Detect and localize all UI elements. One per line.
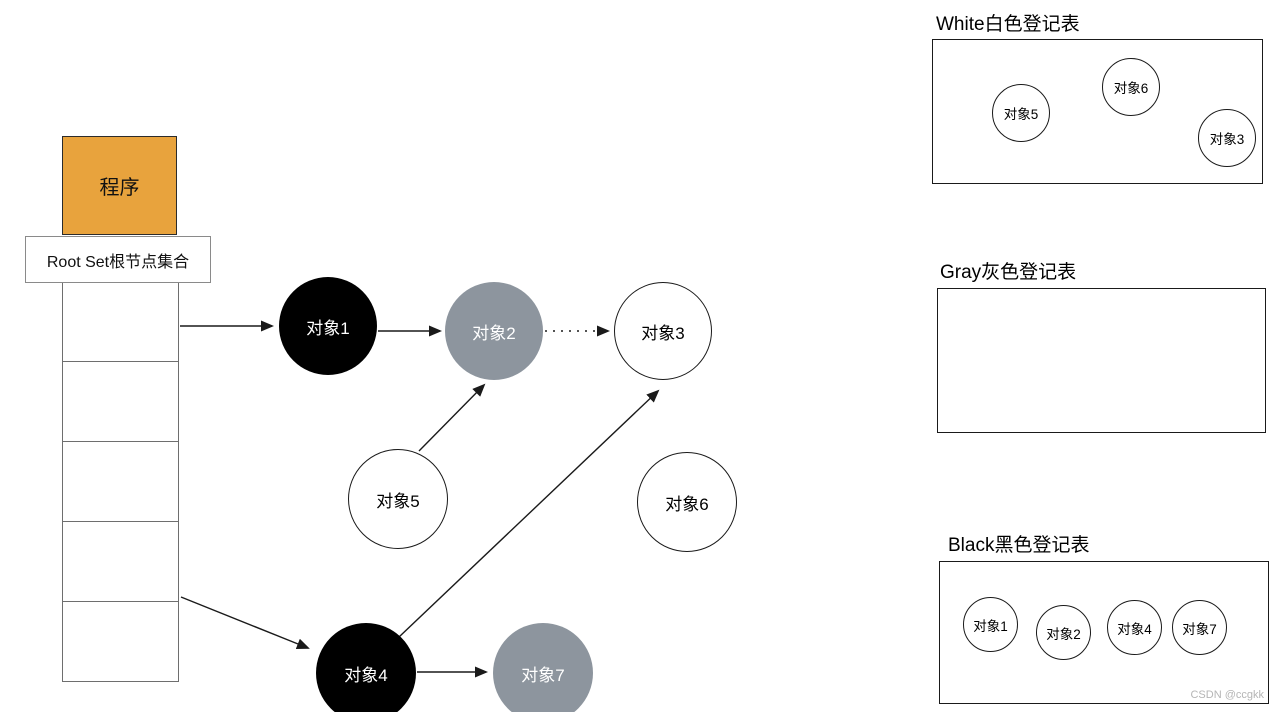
arrow-object4-to-object3 <box>398 389 660 638</box>
root-set-label: Root Set根节点集合 <box>46 253 190 271</box>
gray-table-box <box>937 288 1266 433</box>
black-table-item-object4-label: 对象4 <box>1117 621 1152 637</box>
node-object5-label: 对象5 <box>376 491 420 511</box>
root-set-stack <box>62 281 179 682</box>
node-object2-label: 对象2 <box>472 323 516 343</box>
arrow-object5-to-object2 <box>418 383 486 452</box>
white-table-item-object3: 对象3 <box>1198 109 1256 167</box>
black-table-item-object7-label: 对象7 <box>1182 621 1217 637</box>
root-set-cell-5 <box>62 601 179 682</box>
node-object3-label: 对象3 <box>641 323 685 343</box>
white-table-item-object3-label: 对象3 <box>1209 132 1245 147</box>
arrow-rootset-to-object4 <box>180 596 310 650</box>
gray-table-title: Gray灰色登记表 <box>940 262 1077 283</box>
white-table-item-object6-label: 对象6 <box>1113 81 1149 96</box>
black-table-item-object4: 对象4 <box>1107 600 1162 655</box>
node-object5: 对象5 <box>348 449 448 549</box>
node-object2: 对象2 <box>445 282 543 380</box>
program-box: 程序 <box>62 136 177 235</box>
node-object6: 对象6 <box>637 452 737 552</box>
node-object1: 对象1 <box>279 277 377 375</box>
root-set-cell-2 <box>62 361 179 442</box>
white-table-item-object5: 对象5 <box>992 84 1050 142</box>
node-object7-label: 对象7 <box>521 665 565 685</box>
root-set-cell-4 <box>62 521 179 602</box>
white-table-title: White白色登记表 <box>936 14 1080 35</box>
black-table-item-object1-label: 对象1 <box>973 618 1008 634</box>
black-table-item-object2: 对象2 <box>1036 605 1091 660</box>
black-table-title: Black黑色登记表 <box>948 535 1090 556</box>
node-object1-label: 对象1 <box>306 318 350 338</box>
node-object3: 对象3 <box>614 282 712 380</box>
black-table-item-object7: 对象7 <box>1172 600 1227 655</box>
node-object4: 对象4 <box>316 623 416 712</box>
node-object6-label: 对象6 <box>665 494 709 514</box>
black-table-item-object2-label: 对象2 <box>1046 626 1081 642</box>
black-table-item-object1: 对象1 <box>963 597 1018 652</box>
csdn-watermark: CSDN @ccgkk <box>1190 689 1264 701</box>
root-set-cell-3 <box>62 441 179 522</box>
program-label: 程序 <box>99 177 140 199</box>
white-table-item-object5-label: 对象5 <box>1003 107 1039 122</box>
root-set-box: Root Set根节点集合 <box>25 236 211 283</box>
root-set-cell-1 <box>62 281 179 362</box>
white-table-item-object6: 对象6 <box>1102 58 1160 116</box>
node-object7: 对象7 <box>493 623 593 712</box>
node-object4-label: 对象4 <box>344 665 388 685</box>
